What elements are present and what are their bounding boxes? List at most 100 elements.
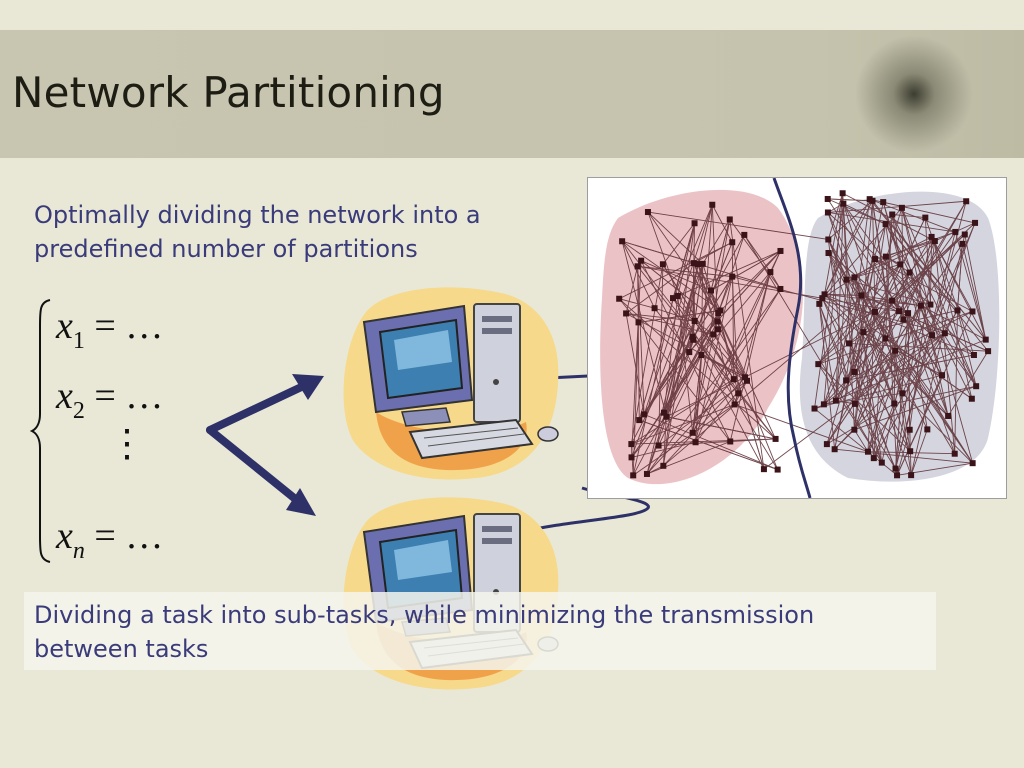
graph-edge (894, 385, 977, 405)
graph-node (872, 256, 879, 263)
graph-edge (734, 271, 771, 405)
graph-edge (693, 262, 776, 440)
graph-node (707, 287, 714, 294)
graph-edge (625, 312, 714, 335)
graph-node (985, 348, 992, 355)
graph-edge (827, 200, 967, 213)
graph-node (952, 228, 959, 235)
graph-node (744, 377, 751, 384)
graph-node (961, 231, 968, 238)
graph-edge (821, 297, 911, 452)
graph-node (889, 297, 896, 304)
graph-node (699, 260, 706, 267)
graph-node (729, 239, 736, 246)
graph-edge (848, 295, 862, 344)
graph-edge (867, 319, 904, 452)
graph-node (871, 308, 878, 315)
graph-edge (846, 354, 975, 381)
graph-node (928, 233, 935, 240)
partition-divider (772, 178, 812, 498)
graph-edge (901, 207, 974, 464)
graph-edge (637, 266, 640, 421)
graph-node (635, 319, 642, 326)
graph-edge (663, 263, 704, 413)
graph-edge (639, 419, 778, 470)
graph-node (963, 198, 970, 205)
graph-edge (881, 236, 933, 463)
graph-edge (826, 243, 963, 445)
graph-edge (818, 303, 847, 381)
graph-edge (964, 234, 987, 340)
graph-node (690, 260, 697, 267)
graph-edge (827, 198, 873, 202)
title-band (0, 30, 1024, 158)
graph-node (638, 257, 645, 264)
graph-edge (848, 234, 966, 344)
graph-node (643, 470, 650, 477)
graph-edge (924, 217, 931, 305)
graph-edge (631, 378, 735, 445)
graph-node (899, 390, 906, 397)
graph-edge (818, 303, 883, 463)
graph-node (729, 273, 736, 280)
graph-edge (695, 354, 702, 443)
graph-node (691, 318, 698, 325)
graph-edge (693, 262, 719, 330)
graph-edge (717, 250, 781, 314)
graph-node (969, 308, 976, 315)
graph-edge (842, 192, 936, 242)
graph-edge (632, 404, 735, 476)
graph-edge (625, 313, 746, 378)
graph-edge (814, 339, 986, 409)
graph-edge (895, 305, 922, 469)
graph-node (741, 231, 748, 238)
graph-edge (934, 241, 956, 454)
graph-edge (827, 212, 911, 452)
graph-edge (743, 234, 883, 463)
graph-edge (637, 265, 733, 278)
graph-edge (873, 333, 946, 459)
graph-edge (827, 239, 847, 381)
graph-edge (962, 243, 987, 340)
graph-node (660, 409, 667, 416)
graph-edge (646, 288, 781, 475)
graph-node (882, 221, 889, 228)
graph-edge (666, 311, 876, 418)
graph-edge (891, 222, 976, 301)
graph-edge (731, 276, 739, 394)
graph-edge (846, 279, 931, 305)
equation-var: x (56, 515, 73, 557)
graph-node (731, 401, 738, 408)
graph-node (655, 442, 662, 449)
graph-edge (934, 240, 973, 399)
graph-edge (902, 240, 936, 320)
graph-edge (621, 241, 655, 309)
graph-node (726, 216, 733, 223)
graph-edge (902, 392, 973, 464)
left-brace (30, 299, 51, 563)
graph-edge (658, 264, 664, 446)
graph-node (973, 383, 980, 390)
graph-node (825, 249, 832, 256)
graph-edge (697, 263, 736, 405)
graph-node (917, 302, 924, 309)
graph-node (972, 219, 979, 226)
equation-x2: x2 = … (56, 374, 163, 425)
graph-edge (909, 240, 936, 273)
graph-node (670, 295, 677, 302)
graph-node (906, 426, 913, 433)
graph-edge (632, 297, 674, 476)
graph-node (851, 426, 858, 433)
graph-edge (828, 252, 903, 394)
graph-node (820, 401, 827, 408)
graph-edge (828, 252, 900, 312)
graph-node (941, 330, 948, 337)
graph-edge (882, 201, 901, 265)
graph-node (924, 426, 931, 433)
graph-node (660, 462, 667, 469)
graph-node (894, 472, 901, 479)
graph-node (727, 438, 734, 445)
graph-edge (692, 250, 781, 433)
graph-edge (693, 241, 733, 264)
equation-rhs: = … (84, 515, 164, 557)
